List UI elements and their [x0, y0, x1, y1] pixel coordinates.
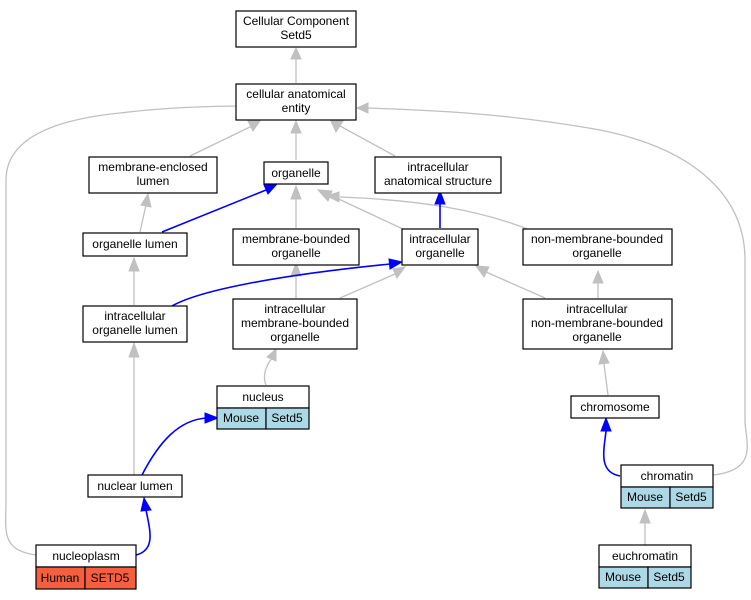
node-label: organelle — [572, 330, 622, 344]
edge-inmbo-to-io — [474, 265, 546, 299]
node-label: organelle — [270, 330, 320, 344]
node-label: intracellular — [409, 232, 470, 246]
gene-label: SETD5 — [91, 571, 130, 585]
gene-cell — [265, 407, 310, 430]
node-euchromatin[interactable]: euchromatin Mouse Setd5 — [598, 544, 692, 589]
node-label: Cellular Component — [243, 14, 350, 28]
edge-cae-to-cc — [290, 46, 302, 83]
node-label: non-membrane-bounded — [531, 232, 663, 246]
node-label: cellular anatomical — [246, 87, 345, 101]
node-intracellular-organelle[interactable]: intracellular organelle — [401, 228, 479, 266]
node-label: organelle — [415, 246, 465, 260]
node-label: intracellular — [104, 309, 165, 323]
edge-nucleoplasm-partof-nuclearlumen — [135, 496, 152, 556]
node-label: membrane-enclosed — [98, 160, 207, 174]
edge-chromatin-to-cae — [355, 102, 748, 476]
node-label: euchromatin — [612, 549, 678, 563]
node-label: anatomical structure — [384, 174, 492, 188]
edge-inmbo-to-nmbo — [592, 269, 604, 298]
gene-label: Setd5 — [675, 490, 707, 504]
node-label: Setd5 — [280, 28, 312, 42]
gene-cell — [647, 566, 692, 589]
node-chromosome[interactable]: chromosome — [570, 395, 660, 419]
node-label: membrane-bounded — [242, 232, 350, 246]
node-label: nucleus — [242, 390, 283, 404]
node-label: organelle — [271, 246, 321, 260]
edge-nuclearlumen-to-iol — [128, 341, 140, 475]
node-cellular-component[interactable]: Cellular Component Setd5 — [235, 10, 357, 48]
node-nucleoplasm[interactable]: nucleoplasm Human SETD5 — [35, 544, 137, 590]
node-intracellular-anatomical-structure[interactable]: intracellular anatomical structure — [374, 156, 502, 194]
edge-ol-to-mel — [139, 192, 152, 233]
node-label: non-membrane-bounded — [531, 316, 663, 330]
node-label: organelle lumen — [92, 323, 177, 337]
node-label: entity — [282, 101, 311, 115]
node-label: lumen — [137, 174, 170, 188]
edge-chromosome-to-inmbo — [598, 349, 610, 396]
node-cellular-anatomical-entity[interactable]: cellular anatomical entity — [235, 83, 357, 121]
species-label: Mouse — [627, 490, 663, 504]
node-intracellular-non-membrane-bounded-organelle[interactable]: intracellular non-membrane-bounded organ… — [522, 298, 673, 350]
node-intracellular-membrane-bounded-organelle[interactable]: intracellular membrane-bounded organelle — [232, 298, 358, 350]
node-label: membrane-bounded — [241, 316, 349, 330]
edge-iol-partof-io — [171, 258, 404, 307]
node-label: nucleoplasm — [52, 549, 119, 563]
node-label: organelle — [271, 166, 321, 180]
edge-chromatin-partof-chromosome — [600, 416, 621, 477]
node-organelle[interactable]: organelle — [263, 161, 329, 185]
node-label: chromatin — [641, 469, 694, 483]
gene-label: Setd5 — [271, 411, 303, 425]
node-label: nuclear lumen — [97, 479, 172, 493]
edge-mbo-to-organelle — [290, 184, 302, 228]
species-label: Human — [41, 571, 80, 585]
node-label: intracellular — [407, 160, 468, 174]
node-membrane-enclosed-lumen[interactable]: membrane-enclosed lumen — [88, 156, 218, 194]
gene-label: Setd5 — [653, 570, 685, 584]
node-membrane-bounded-organelle[interactable]: membrane-bounded organelle — [232, 228, 360, 266]
species-label: Mouse — [605, 570, 641, 584]
node-intracellular-organelle-lumen[interactable]: intracellular organelle lumen — [82, 305, 188, 343]
edge-nmbo-to-organelle — [325, 191, 531, 231]
node-nucleus[interactable]: nucleus Mouse Setd5 — [216, 385, 310, 430]
edge-io-partof-ias — [434, 189, 446, 228]
edge-mel-to-cae — [189, 117, 264, 157]
node-label: intracellular — [566, 302, 627, 316]
edge-nuclearlumen-partof-nucleus — [141, 412, 220, 476]
edge-imbo-to-io — [339, 266, 407, 299]
node-label: chromosome — [580, 400, 650, 414]
node-chromatin[interactable]: chromatin Mouse Setd5 — [620, 464, 714, 509]
edge-nucleus-to-imbo — [263, 347, 277, 386]
node-nuclear-lumen[interactable]: nuclear lumen — [87, 474, 183, 498]
edge-ias-to-cae — [329, 118, 396, 157]
gene-cell — [84, 566, 137, 590]
gene-cell — [669, 486, 714, 509]
node-label: intracellular — [264, 302, 325, 316]
species-label: Mouse — [223, 411, 259, 425]
node-non-membrane-bounded-organelle[interactable]: non-membrane-bounded organelle — [522, 228, 673, 266]
edge-euchromatin-to-chromatin — [639, 508, 651, 545]
node-label: organelle — [572, 246, 622, 260]
node-label: organelle lumen — [92, 237, 177, 251]
node-organelle-lumen[interactable]: organelle lumen — [82, 232, 188, 257]
edge-organelle-to-cae — [290, 119, 302, 160]
edge-iol-to-ol — [128, 256, 140, 305]
edge-imbo-to-mbo — [290, 261, 302, 298]
